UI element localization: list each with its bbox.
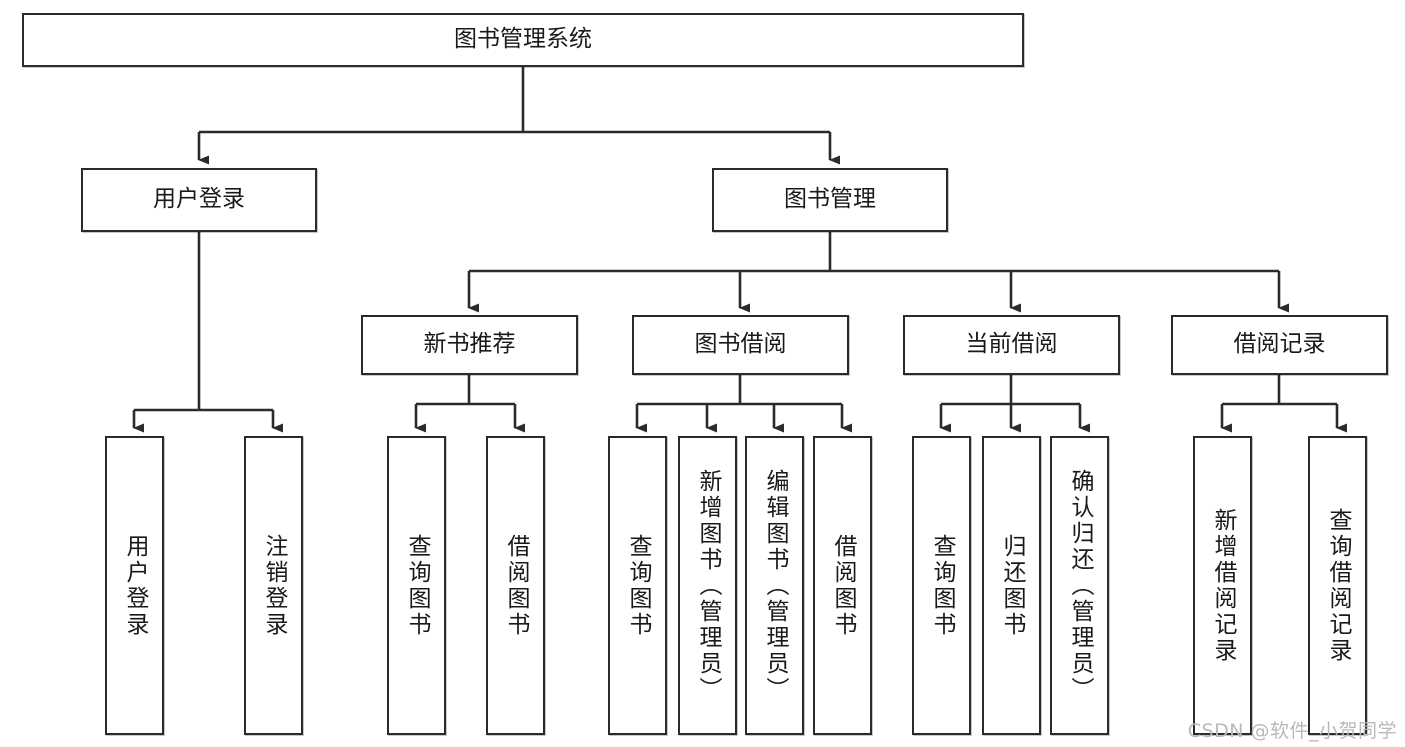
node-leaf-edit-book[interactable]: 编辑图书（管理员） bbox=[745, 436, 804, 735]
node-leaf-query-book-1-label: 查询图书 bbox=[404, 533, 430, 638]
node-leaf-query-book-2[interactable]: 查询图书 bbox=[608, 436, 667, 735]
node-current-borrow-label: 当前借阅 bbox=[965, 331, 1058, 358]
node-leaf-return-book[interactable]: 归还图书 bbox=[982, 436, 1041, 735]
node-leaf-user-logout[interactable]: 注销登录 bbox=[244, 436, 303, 735]
node-leaf-user-login-label: 用户登录 bbox=[122, 533, 148, 638]
node-leaf-add-record[interactable]: 新增借阅记录 bbox=[1193, 436, 1252, 735]
node-book-borrow[interactable]: 图书借阅 bbox=[632, 315, 849, 375]
node-leaf-user-logout-label: 注销登录 bbox=[261, 533, 287, 638]
node-leaf-query-book-1[interactable]: 查询图书 bbox=[387, 436, 446, 735]
node-leaf-query-record[interactable]: 查询借阅记录 bbox=[1308, 436, 1367, 735]
node-leaf-add-book[interactable]: 新增图书（管理员） bbox=[678, 436, 737, 735]
node-leaf-borrow-book-1-label: 借阅图书 bbox=[503, 533, 529, 638]
node-book-borrow-label: 图书借阅 bbox=[694, 331, 787, 358]
node-leaf-confirm-return-label: 确认归还（管理员） bbox=[1067, 468, 1093, 703]
node-leaf-edit-book-label: 编辑图书（管理员） bbox=[762, 468, 788, 703]
node-current-borrow[interactable]: 当前借阅 bbox=[903, 315, 1120, 375]
node-leaf-borrow-book-2-label: 借阅图书 bbox=[830, 533, 856, 638]
node-leaf-borrow-book-1[interactable]: 借阅图书 bbox=[486, 436, 545, 735]
node-book-management[interactable]: 图书管理 bbox=[712, 168, 948, 232]
node-user-login[interactable]: 用户登录 bbox=[81, 168, 317, 232]
node-leaf-user-login[interactable]: 用户登录 bbox=[105, 436, 164, 735]
node-leaf-return-book-label: 归还图书 bbox=[999, 533, 1025, 638]
node-leaf-query-book-2-label: 查询图书 bbox=[625, 533, 651, 638]
node-root-label: 图书管理系统 bbox=[454, 26, 592, 53]
node-new-book-recommend[interactable]: 新书推荐 bbox=[361, 315, 578, 375]
node-leaf-query-record-label: 查询借阅记录 bbox=[1325, 507, 1351, 664]
node-root[interactable]: 图书管理系统 bbox=[22, 13, 1024, 67]
node-leaf-confirm-return[interactable]: 确认归还（管理员） bbox=[1050, 436, 1109, 735]
node-leaf-add-record-label: 新增借阅记录 bbox=[1210, 507, 1236, 664]
node-leaf-borrow-book-2[interactable]: 借阅图书 bbox=[813, 436, 872, 735]
node-leaf-add-book-label: 新增图书（管理员） bbox=[695, 468, 721, 703]
node-new-book-recommend-label: 新书推荐 bbox=[423, 331, 516, 358]
node-borrow-record-label: 借阅记录 bbox=[1233, 331, 1326, 358]
node-leaf-query-book-3[interactable]: 查询图书 bbox=[912, 436, 971, 735]
node-user-login-label: 用户登录 bbox=[153, 186, 245, 213]
node-book-management-label: 图书管理 bbox=[784, 186, 876, 213]
node-borrow-record[interactable]: 借阅记录 bbox=[1171, 315, 1388, 375]
node-leaf-query-book-3-label: 查询图书 bbox=[929, 533, 955, 638]
